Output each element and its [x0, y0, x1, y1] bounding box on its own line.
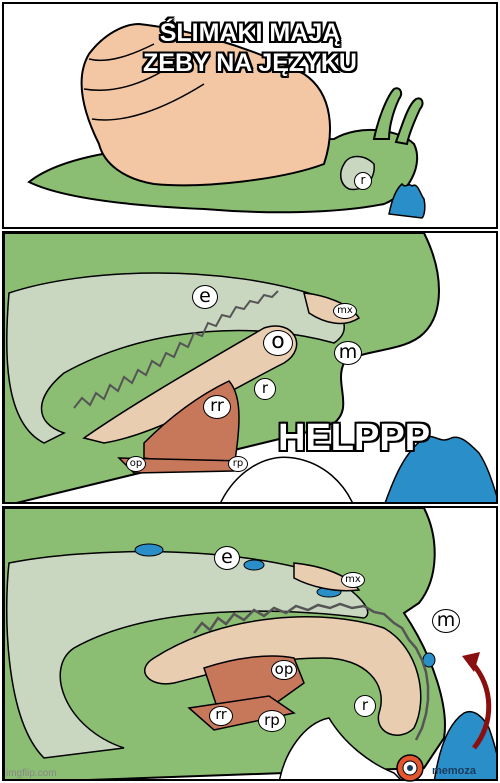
panel-mouth-section: e mx o m r rr op rp	[2, 231, 498, 504]
mouth-section-illustration	[4, 233, 496, 502]
feeding-illustration	[4, 508, 496, 779]
panel-snail: r	[2, 2, 498, 229]
label-rr: rr	[203, 395, 231, 419]
brand-name: memoza	[432, 765, 477, 777]
label-rr: rr	[209, 706, 233, 726]
label-rp: rp	[258, 710, 286, 732]
label-o: o	[263, 330, 293, 356]
label-m: m	[432, 609, 460, 633]
caption-title: ŚLIMAKI MAJĄ ZEBY NA JĘZYKU	[143, 19, 357, 77]
label-op: op	[271, 660, 297, 680]
label-mx: mx	[341, 572, 365, 588]
label-e: e	[192, 285, 218, 309]
panel-feeding: e mx m op r rr rp	[2, 506, 498, 781]
label-mx: mx	[333, 303, 357, 319]
label-rp: rp	[228, 456, 248, 472]
memoza-logo-icon	[396, 754, 424, 782]
label-e: e	[214, 546, 240, 570]
snail-illustration	[27, 22, 426, 219]
label-r: r	[254, 378, 276, 400]
label-r: r	[354, 695, 376, 717]
caption-help: HELPPP	[278, 417, 431, 459]
watermark: imgflip.com	[6, 768, 57, 779]
label-m: m	[334, 341, 362, 365]
label-op: op	[126, 456, 146, 472]
label-r: r	[354, 172, 372, 190]
